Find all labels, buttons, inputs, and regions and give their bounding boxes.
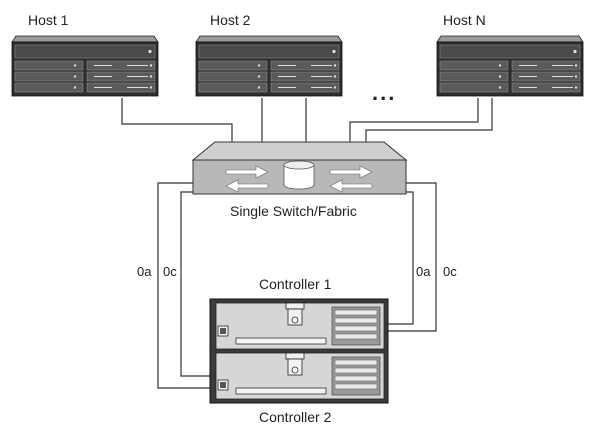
host-2: Host 2 [195,12,343,97]
database-icon [283,160,315,190]
switch-fabric: Single Switch/Fabric [191,141,408,219]
host-n-label: Host N [443,12,486,28]
cable-host1-switch [121,98,233,150]
switch-top-face [191,141,408,161]
controller-2-label: Controller 2 [259,409,332,425]
switch-arrows-left [225,165,269,193]
cable-hostn-switch-b [365,98,493,146]
switch-arrows-right [329,165,373,193]
controller-1-latch-icon [285,302,305,326]
port-label-left-0c: 0c [163,264,177,279]
host-1-label: Host 1 [28,12,69,28]
host-ellipsis: ... [372,80,396,105]
controller-1 [215,302,385,350]
host-2-label: Host 2 [210,12,251,28]
port-label-right-0a: 0a [416,264,431,279]
controller-chassis [209,298,389,404]
cable-hostn-switch-a [349,98,479,146]
host-n: Host N [436,12,584,97]
controller-2-latch-icon [285,352,305,376]
cable-left-0a [157,182,218,389]
controller-1-label: Controller 1 [259,276,332,292]
controller-2 [215,352,385,400]
host-1: Host 1 [11,12,159,97]
port-label-right-0c: 0c [443,264,457,279]
port-label-left-0a: 0a [137,264,152,279]
switch-label: Single Switch/Fabric [230,203,357,219]
cable-right-0a [387,182,437,332]
